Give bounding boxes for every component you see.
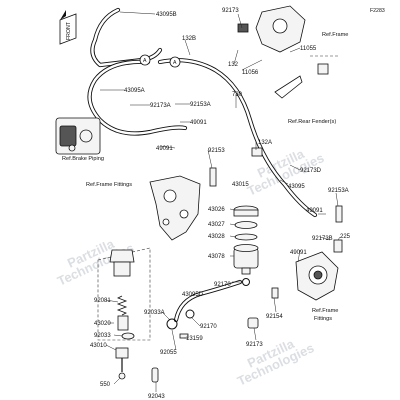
label-13159: 13159	[186, 336, 203, 342]
label-92153a-top: 92153A	[190, 102, 211, 108]
bolt-92173-bottom	[247, 317, 259, 329]
label-49091-left: 49091	[156, 146, 173, 152]
master-cylinder-bracket	[149, 175, 201, 241]
o-ring-92055	[166, 318, 178, 330]
label-92043: 92043	[148, 394, 165, 400]
reservoir-plate-43028	[234, 233, 258, 241]
diagram-code: F2283	[370, 8, 385, 14]
label-550: 550	[100, 382, 111, 388]
clamp-132a	[251, 147, 263, 157]
label-49091-bottom: 49091	[290, 250, 307, 256]
label-92173d: 92173D	[300, 168, 322, 174]
master-cylinder-group-43020	[97, 247, 151, 341]
reservoir-hose-43095d	[173, 279, 243, 323]
label-92153a-right: 92153A	[328, 188, 349, 194]
front-arrow-icon: FRONT	[59, 10, 77, 45]
label-43095a: 43095A	[124, 88, 145, 94]
label-92170-top: 92170	[214, 282, 231, 288]
label-43078: 43078	[208, 254, 225, 260]
label-92170-bottom: 92170	[200, 324, 217, 330]
svg-text:A: A	[173, 60, 177, 66]
marker-a-left: A	[139, 54, 151, 66]
label-43020: 43020	[94, 321, 111, 327]
label-11056: 11056	[242, 70, 259, 76]
label-49091-right: 49091	[306, 208, 323, 214]
label-43010: 43010	[90, 343, 107, 349]
label-43028: 43028	[208, 234, 225, 240]
marker-a-right: A	[169, 56, 181, 68]
label-92173-bottom: 92173	[246, 342, 263, 348]
label-92154: 92154	[266, 314, 283, 320]
reservoir-diaphragm-43027	[234, 221, 258, 229]
label-43095b: 43095B	[156, 12, 177, 18]
label-92153: 92153	[208, 148, 225, 154]
bolt-92153	[209, 167, 217, 187]
caliper-bracket-top	[237, 5, 306, 53]
brake-hose-43095b	[90, 7, 163, 68]
label-43026: 43026	[208, 207, 225, 213]
reservoir-tank-43078	[233, 244, 259, 275]
rear-brake-caliper	[295, 251, 339, 301]
svg-text:A: A	[143, 58, 147, 64]
label-43095d: 43095D	[182, 292, 204, 298]
label-92081: 92081	[94, 298, 111, 304]
label-92173b: 92173B	[312, 236, 333, 242]
brake-hose-43095	[157, 58, 318, 218]
brake-hose-43095a	[87, 59, 188, 136]
label-225: 225	[340, 234, 351, 240]
rear-fender-bracket	[274, 55, 340, 99]
label-92055: 92055	[160, 350, 177, 356]
label-132a: 132A	[258, 140, 272, 146]
ref-frame-fittings-right-2: Fittings	[314, 316, 332, 322]
label-49091-mid: 49091	[190, 120, 207, 126]
leader-lines	[100, 11, 341, 392]
clamp-92170-top	[242, 278, 250, 286]
abs-unit	[55, 117, 101, 155]
label-92173a: 92173A	[150, 103, 171, 109]
label-92173-top: 92173	[222, 8, 239, 14]
banjo-bolt-225	[333, 239, 343, 253]
ref-brake-piping: Ref.Brake Piping	[62, 156, 104, 162]
label-43027: 43027	[208, 222, 225, 228]
reservoir-cap-43026	[233, 205, 259, 217]
ref-frame: Ref.Frame	[322, 32, 348, 38]
label-92033: 92033	[94, 333, 111, 339]
push-rod-43010	[115, 347, 129, 380]
clamp-92170	[185, 309, 195, 319]
label-11055: 11055	[300, 46, 317, 52]
label-92033a: 92033A	[144, 310, 165, 316]
bolt-92153a-right	[335, 205, 343, 223]
bolt-92154	[271, 287, 279, 299]
label-132: 132	[228, 62, 239, 68]
ref-frame-fittings-left: Ref.Frame Fittings	[86, 182, 132, 188]
label-43095: 43095	[288, 184, 305, 190]
label-132b: 132B	[182, 36, 196, 42]
part-labels: 43095B 132B 92173 11055 11056 132 43095A…	[90, 8, 351, 400]
ref-rear-fender: Ref.Rear Fender(s)	[288, 119, 336, 125]
spring-92081	[116, 295, 128, 316]
cotter-pin-92043	[151, 367, 159, 383]
ref-frame-fittings-right-1: Ref.Frame	[312, 308, 338, 314]
label-730: 730	[232, 92, 243, 98]
front-label: FRONT	[66, 21, 72, 40]
label-43015: 43015	[232, 182, 249, 188]
